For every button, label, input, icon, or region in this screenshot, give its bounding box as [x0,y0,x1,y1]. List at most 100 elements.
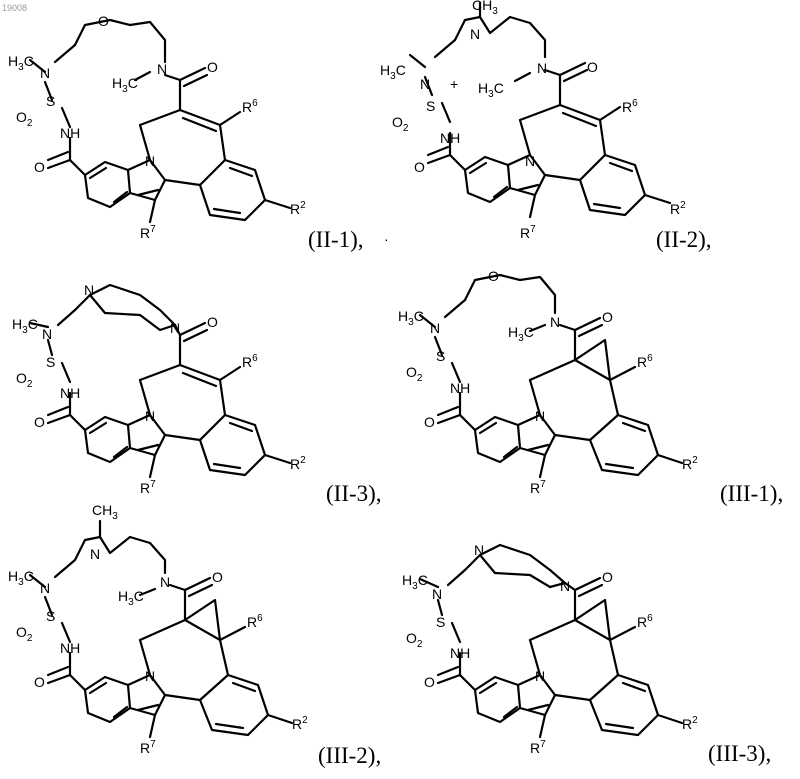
atom-s: S [436,614,445,630]
atom-nh: NH [60,385,80,401]
atom-n: N [157,61,167,77]
caption-II-1: (II-1), [308,227,364,252]
atom-o: O [34,674,45,690]
atom-r7: R7 [520,224,536,241]
atom-o: O [587,59,598,75]
atom-nh: NH [60,640,80,656]
separator-dot: · [384,231,389,247]
atom-n: N [430,320,440,336]
atom-n: N [145,408,155,424]
atom-s: S [46,93,55,109]
atom-r2: R2 [290,455,306,472]
atom-ch3: CH3 [92,502,118,522]
atom-h3c: H3C [8,568,34,588]
caption-II-3: (II-3), [326,481,382,506]
atom-r7: R7 [140,224,156,241]
atom-n: N [474,542,484,558]
atom-o: O [414,159,425,175]
atom-o: O [488,268,499,284]
atom-o: O [207,59,218,75]
atom-n: N [560,578,570,594]
atom-o: O [207,314,218,330]
atom-h3c: H3C [478,80,504,100]
caption-III-2: (III-2), [318,743,381,768]
atom-h3c: H3C [8,53,34,73]
atom-n: N [535,408,545,424]
atom-s: S [436,348,445,364]
atom-r7: R7 [530,739,546,756]
atom-nh: NH [450,645,470,661]
atom-r2: R2 [292,715,308,732]
atom-o: O [602,309,613,325]
atom-n: N [40,580,50,596]
caption-III-1: (III-1), [720,481,783,506]
atom-s: S [46,354,55,370]
atom-r2: R2 [682,455,698,472]
atom-n: N [432,586,442,602]
atom-n: N [84,282,94,298]
atom-r6: R6 [637,353,653,370]
structure-II-2: N CH3 N H3C H3C N + S O2 NH O N O R6 R2 … [380,0,712,252]
atom-n: N [537,60,547,76]
atom-r7: R7 [140,479,156,496]
atom-o2: O2 [392,114,409,134]
atom-n: N [470,26,480,42]
atom-o: O [602,569,613,585]
atom-r2: R2 [670,200,686,217]
atom-r2: R2 [290,200,306,217]
atom-ch3: CH3 [472,0,498,17]
atom-r6: R6 [242,98,258,115]
atom-h3c: H3C [112,75,138,95]
atom-n: N [42,326,52,342]
atom-nh: NH [60,125,80,141]
atom-r6: R6 [247,613,263,630]
atom-o: O [98,13,109,29]
structure-III-3: N N H3C N S O2 NH O N O R6 R2 R7 (III-3)… [402,542,771,766]
atom-o2: O2 [406,364,423,384]
atom-n: N [40,65,50,81]
atom-o: O [424,414,435,430]
atom-s: S [426,98,435,114]
caption-II-2: (II-2), [656,227,712,252]
atom-nh: NH [440,130,460,146]
atom-o: O [212,569,223,585]
atom-n: N [550,314,560,330]
atom-r6: R6 [242,353,258,370]
atom-n: N [525,153,535,169]
atom-h3c: H3C [508,324,534,344]
atom-n: N [90,546,100,562]
atom-n: N [145,668,155,684]
caption-III-3: (III-3), [708,741,771,766]
atom-o2: O2 [16,370,33,390]
structure-III-1: O N H3C H3C N S O2 NH O N O R6 R2 R7 (II… [398,268,783,506]
structure-III-2: N CH3 N H3C H3C N S O2 NH O N O R6 R2 R7… [8,502,381,768]
atom-o: O [34,414,45,430]
atom-h3c: H3C [402,572,428,592]
atom-h3c: H3C [380,62,406,82]
atom-o: O [34,159,45,175]
atom-n: N [420,76,430,92]
atom-h3c: H3C [398,308,424,328]
atom-n: N [145,153,155,169]
atom-r6: R6 [637,613,653,630]
atom-n: N [160,574,170,590]
atom-n: N [535,668,545,684]
atom-o: O [424,674,435,690]
atom-nh: NH [450,380,470,396]
separator-plus: + [450,76,458,92]
atom-o2: O2 [16,109,33,129]
structure-II-1: O N H3C H3C N S O2 NH O N O R6 R2 R7 (II… [8,13,389,252]
atom-r7: R7 [530,479,546,496]
atom-r6: R6 [622,98,638,115]
atom-o2: O2 [16,624,33,644]
atom-h3c: H3C [12,316,38,336]
structure-II-3: N N H3C N S O2 NH O N O R6 R2 R7 (II-3), [12,282,382,506]
atom-n: N [170,320,180,336]
atom-h3c: H3C [118,588,144,608]
watermark: 19008 [2,3,27,13]
atom-o2: O2 [406,630,423,650]
atom-r2: R2 [682,715,698,732]
atom-s: S [46,608,55,624]
atom-r7: R7 [140,739,156,756]
